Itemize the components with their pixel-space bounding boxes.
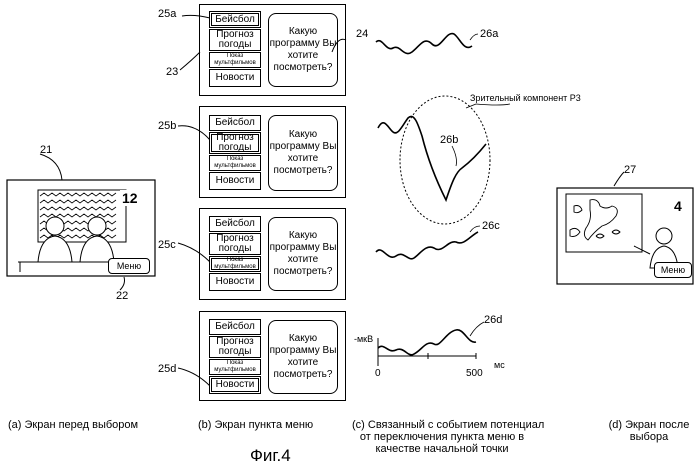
label-25a: 25a (158, 8, 176, 20)
wave-26a (376, 34, 472, 54)
label-24: 24 (356, 28, 368, 40)
label-21: 21 (40, 144, 52, 156)
menu-item-news[interactable]: Новости (209, 376, 261, 394)
leader-26c (470, 226, 480, 232)
menu-item-cartoons[interactable]: Показ мультфильмов (209, 256, 261, 272)
caption-d-line-1: (d) Экран после (602, 419, 696, 431)
caption-c-line-2: от переключения пункта меню в (352, 431, 532, 443)
question-bubble: Какую программу Вы хотите посмотреть? (268, 115, 338, 191)
leader-26a (470, 34, 478, 40)
caption-b: (b) Экран пункта меню (198, 419, 313, 431)
leader-23 (180, 52, 200, 70)
label-25d: 25d (158, 363, 176, 375)
menu-item-news[interactable]: Новости (209, 69, 261, 87)
tv-before-channel: 12 (120, 190, 140, 206)
erp-axes (378, 338, 476, 366)
caption-c-line-1: (c) Связанный с событием потенциал (352, 419, 532, 431)
menu-item-weather[interactable]: Прогноз погоды (209, 336, 261, 358)
label-26b: 26b (440, 134, 458, 146)
menu-item-baseball[interactable]: Бейсбол (209, 216, 261, 232)
menu-item-baseball[interactable]: Бейсбол (209, 319, 261, 335)
menu-item-cartoons[interactable]: Показ мультфильмов (209, 359, 261, 375)
erp-x-end: 500 (466, 368, 483, 379)
question-bubble: Какую программу Вы хотите посмотреть? (268, 13, 338, 87)
label-26a: 26a (480, 28, 498, 40)
wave-26d (378, 330, 476, 355)
leader-21 (40, 154, 62, 180)
menu-screen-b: Бейсбол Прогноз погоды Показ мультфильмо… (199, 106, 346, 198)
tv-after-map (566, 194, 642, 252)
tv-after-channel: 4 (674, 198, 682, 214)
leader-22 (120, 277, 125, 290)
menu-item-weather[interactable]: Прогноз погоды (209, 132, 261, 154)
erp-x-unit: мс (494, 360, 505, 370)
menu-item-news[interactable]: Новости (209, 172, 261, 190)
figure-title: Фиг.4 (250, 446, 291, 466)
wave-26c (376, 232, 478, 259)
p3-label: Зрительный компонент P3 (470, 93, 581, 103)
tv-after-menu-button[interactable]: Меню (654, 262, 692, 278)
leader-p3-line (466, 104, 476, 108)
leader-27 (614, 172, 624, 186)
erp-x-start: 0 (375, 368, 381, 379)
menu-item-weather[interactable]: Прогноз погоды (209, 233, 261, 255)
menu-item-news[interactable]: Новости (209, 273, 261, 291)
p3-ellipse (400, 96, 490, 224)
erp-y-unit: -мкВ (354, 334, 373, 344)
label-25c: 25c (158, 239, 176, 251)
leader-26d (470, 322, 484, 336)
wave-26b (378, 116, 486, 200)
menu-item-baseball[interactable]: Бейсбол (209, 115, 261, 131)
tv-after-map-shapes (570, 200, 620, 240)
menu-screen-c: Бейсбол Прогноз погоды Показ мультфильмо… (199, 208, 346, 300)
label-22: 22 (116, 290, 128, 302)
question-bubble: Какую программу Вы хотите посмотреть? (268, 320, 338, 394)
menu-item-cartoons[interactable]: Показ мультфильмов (209, 155, 261, 171)
label-23: 23 (166, 66, 178, 78)
menu-item-cartoons[interactable]: Показ мультфильмов (209, 52, 261, 68)
caption-d-line-2: выбора (602, 431, 696, 443)
label-25b: 25b (158, 120, 176, 132)
question-bubble: Какую программу Вы хотите посмотреть? (268, 217, 338, 291)
caption-a: (a) Экран перед выбором (8, 419, 138, 431)
menu-screen-d: Бейсбол Прогноз погоды Показ мультфильмо… (199, 311, 346, 401)
caption-d: (d) Экран после выбора (602, 419, 696, 443)
caption-c: (c) Связанный с событием потенциал от пе… (352, 419, 532, 455)
menu-item-weather[interactable]: Прогноз погоды (209, 29, 261, 51)
menu-screen-a: Бейсбол Прогноз погоды Показ мультфильмо… (199, 4, 346, 96)
leader-p3 (476, 104, 510, 105)
leader-26b (452, 146, 457, 166)
label-27: 27 (624, 164, 636, 176)
tv-before-menu-button[interactable]: Меню (108, 258, 150, 274)
label-26d: 26d (484, 314, 502, 326)
caption-c-line-3: качестве начальной точки (352, 443, 532, 455)
label-26c: 26c (482, 220, 500, 232)
menu-item-baseball[interactable]: Бейсбол (209, 11, 261, 28)
